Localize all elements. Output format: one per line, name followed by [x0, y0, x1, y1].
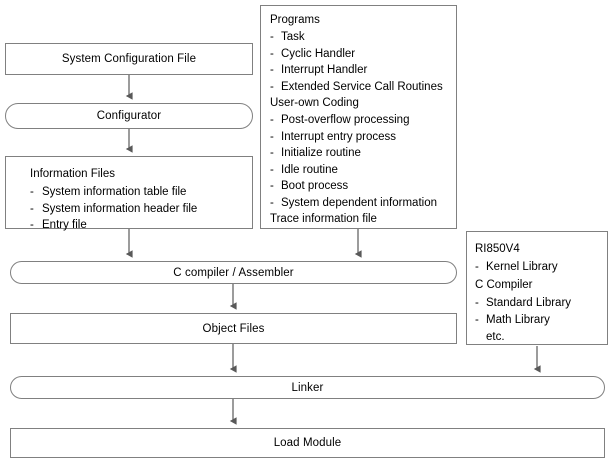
- programs-panel-body: Programs -Task -Cyclic Handler -Interrup…: [270, 12, 452, 228]
- list-item: -Idle routine: [270, 162, 452, 179]
- list-item-label: System information table file: [42, 186, 187, 198]
- object-files-label: Object Files: [202, 322, 265, 335]
- node-libraries-panel[interactable]: RI850V4 -Kernel Library C Compiler -Stan…: [466, 231, 608, 345]
- bullet-dash: -: [270, 114, 274, 126]
- list-item: -Kernel Library: [475, 259, 604, 276]
- node-load-module[interactable]: Load Module: [10, 428, 605, 458]
- information-files-body: Information Files -System information ta…: [30, 164, 248, 234]
- information-files-heading: Information Files: [30, 168, 116, 180]
- list-item: -Math Library: [475, 312, 604, 329]
- list-item: -System information header file: [30, 201, 248, 218]
- list-item-label: Boot process: [281, 180, 349, 192]
- bullet-dash: -: [270, 31, 274, 43]
- list-item-label: Extended Service Call Routines: [281, 80, 443, 93]
- bullet-dash: -: [30, 219, 34, 231]
- list-item-label: System dependent information: [281, 196, 437, 209]
- bullet-dash: -: [475, 314, 479, 326]
- system-configuration-file-label: System Configuration File: [61, 53, 197, 65]
- etc-label: etc.: [486, 331, 505, 343]
- bullet-dash: -: [270, 147, 274, 159]
- list-item: -Cyclic Handler: [270, 46, 452, 63]
- bullet-dash: -: [270, 130, 274, 143]
- list-item-label: Entry file: [42, 219, 87, 231]
- bullet-dash: -: [475, 297, 479, 309]
- node-programs-panel[interactable]: Programs -Task -Cyclic Handler -Interrup…: [260, 5, 457, 229]
- node-c-compiler-assembler[interactable]: C compiler / Assembler: [10, 261, 457, 284]
- node-system-configuration-file[interactable]: System Configuration File: [5, 43, 253, 75]
- list-item-label: Post-overflow processing: [281, 114, 410, 126]
- list-item-label: System information header file: [42, 202, 198, 215]
- list-item: -Boot process: [270, 178, 452, 195]
- c-compiler-heading: C Compiler: [475, 279, 533, 291]
- list-item: -Interrupt entry process: [270, 129, 452, 146]
- bullet-dash: -: [270, 180, 274, 192]
- programs-list: -Task -Cyclic Handler -Interrupt Handler…: [270, 29, 452, 95]
- list-item: -Entry file: [30, 217, 248, 234]
- list-item: -Initialize routine: [270, 145, 452, 162]
- load-module-label: Load Module: [273, 437, 342, 449]
- list-item-label: Interrupt entry process: [281, 130, 397, 143]
- list-item: -Post-overflow processing: [270, 112, 452, 129]
- list-item: -System information table file: [30, 184, 248, 201]
- list-item: -Standard Library: [475, 295, 604, 312]
- list-item: -System dependent information: [270, 195, 452, 212]
- trace-information-file-label: Trace information file: [270, 213, 377, 225]
- list-item-label: Kernel Library: [486, 261, 558, 273]
- bullet-dash: -: [30, 202, 34, 215]
- bullet-dash: -: [270, 163, 274, 176]
- libraries-panel-body: RI850V4 -Kernel Library C Compiler -Stan…: [475, 240, 604, 345]
- c-compiler-assembler-label: C compiler / Assembler: [173, 266, 294, 279]
- node-information-files[interactable]: Information Files -System information ta…: [5, 156, 253, 231]
- c-compiler-list: -Standard Library -Math Library: [475, 295, 604, 329]
- list-item-label: Standard Library: [486, 297, 572, 309]
- bullet-dash: -: [475, 261, 479, 273]
- bullet-dash: -: [270, 64, 274, 76]
- node-configurator[interactable]: Configurator: [5, 103, 253, 129]
- list-item-label: Math Library: [486, 314, 550, 326]
- ri850v4-list: -Kernel Library: [475, 259, 604, 276]
- node-object-files[interactable]: Object Files: [10, 313, 457, 344]
- user-own-coding-heading: User-own Coding: [270, 97, 359, 109]
- node-linker[interactable]: Linker: [10, 376, 605, 399]
- bullet-dash: -: [270, 196, 274, 209]
- ri850v4-heading: RI850V4: [475, 243, 520, 255]
- user-own-coding-list: -Post-overflow processing -Interrupt ent…: [270, 112, 452, 211]
- list-item-label: Idle routine: [281, 163, 338, 176]
- programs-heading: Programs: [270, 14, 320, 26]
- list-item-label: Interrupt Handler: [281, 64, 368, 76]
- list-item-label: Cyclic Handler: [281, 47, 356, 60]
- bullet-dash: -: [270, 47, 274, 60]
- linker-label: Linker: [291, 381, 324, 394]
- list-item: -Task: [270, 29, 452, 46]
- configurator-label: Configurator: [96, 110, 162, 122]
- information-files-list: -System information table file -System i…: [30, 184, 248, 234]
- list-item: -Interrupt Handler: [270, 62, 452, 79]
- list-item: -Extended Service Call Routines: [270, 79, 452, 96]
- list-item-label: Task: [281, 31, 305, 43]
- bullet-dash: -: [30, 186, 34, 198]
- bullet-dash: -: [270, 80, 274, 93]
- list-item-label: Initialize routine: [281, 147, 361, 159]
